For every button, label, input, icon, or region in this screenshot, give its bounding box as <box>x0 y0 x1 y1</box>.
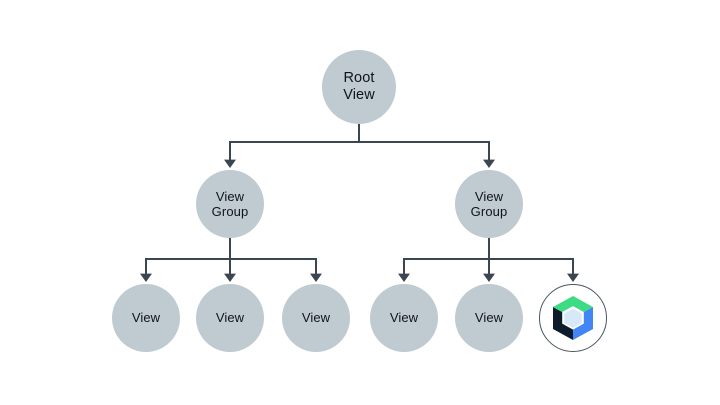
node-view-4[interactable]: View <box>370 284 438 352</box>
node-view-1[interactable]: View <box>112 284 180 352</box>
edge-viewgroup-right-to-compose-node <box>488 238 579 282</box>
node-view-4-label: View <box>389 310 419 326</box>
node-view-1-label: View <box>131 310 161 326</box>
node-view-3-label: View <box>301 310 331 326</box>
compose-logo-center-hexagon <box>564 308 582 328</box>
compose-logo-top-face <box>553 296 593 312</box>
edge-root-to-viewgroup-right <box>358 124 495 168</box>
node-view-5-label: View <box>474 310 504 326</box>
edge-viewgroup-right-to-view-4 <box>398 238 490 282</box>
node-view-group-right-label: View Group <box>470 188 508 219</box>
node-view-group-left[interactable]: View Group <box>196 170 264 238</box>
node-root-view-label: Root View <box>343 70 375 103</box>
node-view-2[interactable]: View <box>196 284 264 352</box>
compose-logo-right-face <box>573 307 593 340</box>
node-compose[interactable] <box>539 284 607 352</box>
node-view-3[interactable]: View <box>282 284 350 352</box>
node-view-group-right[interactable]: View Group <box>455 170 523 238</box>
edge-viewgroup-left-to-view-3 <box>229 238 322 282</box>
node-root-view[interactable]: Root View <box>322 50 396 124</box>
jetpack-compose-logo-icon <box>553 296 593 340</box>
node-view-2-label: View <box>215 310 245 326</box>
edge-viewgroup-left-to-view-1 <box>140 238 231 282</box>
node-view-group-left-label: View Group <box>211 188 249 219</box>
node-view-5[interactable]: View <box>455 284 523 352</box>
edge-root-to-viewgroup-left <box>224 124 360 168</box>
compose-logo-left-face <box>553 307 573 340</box>
